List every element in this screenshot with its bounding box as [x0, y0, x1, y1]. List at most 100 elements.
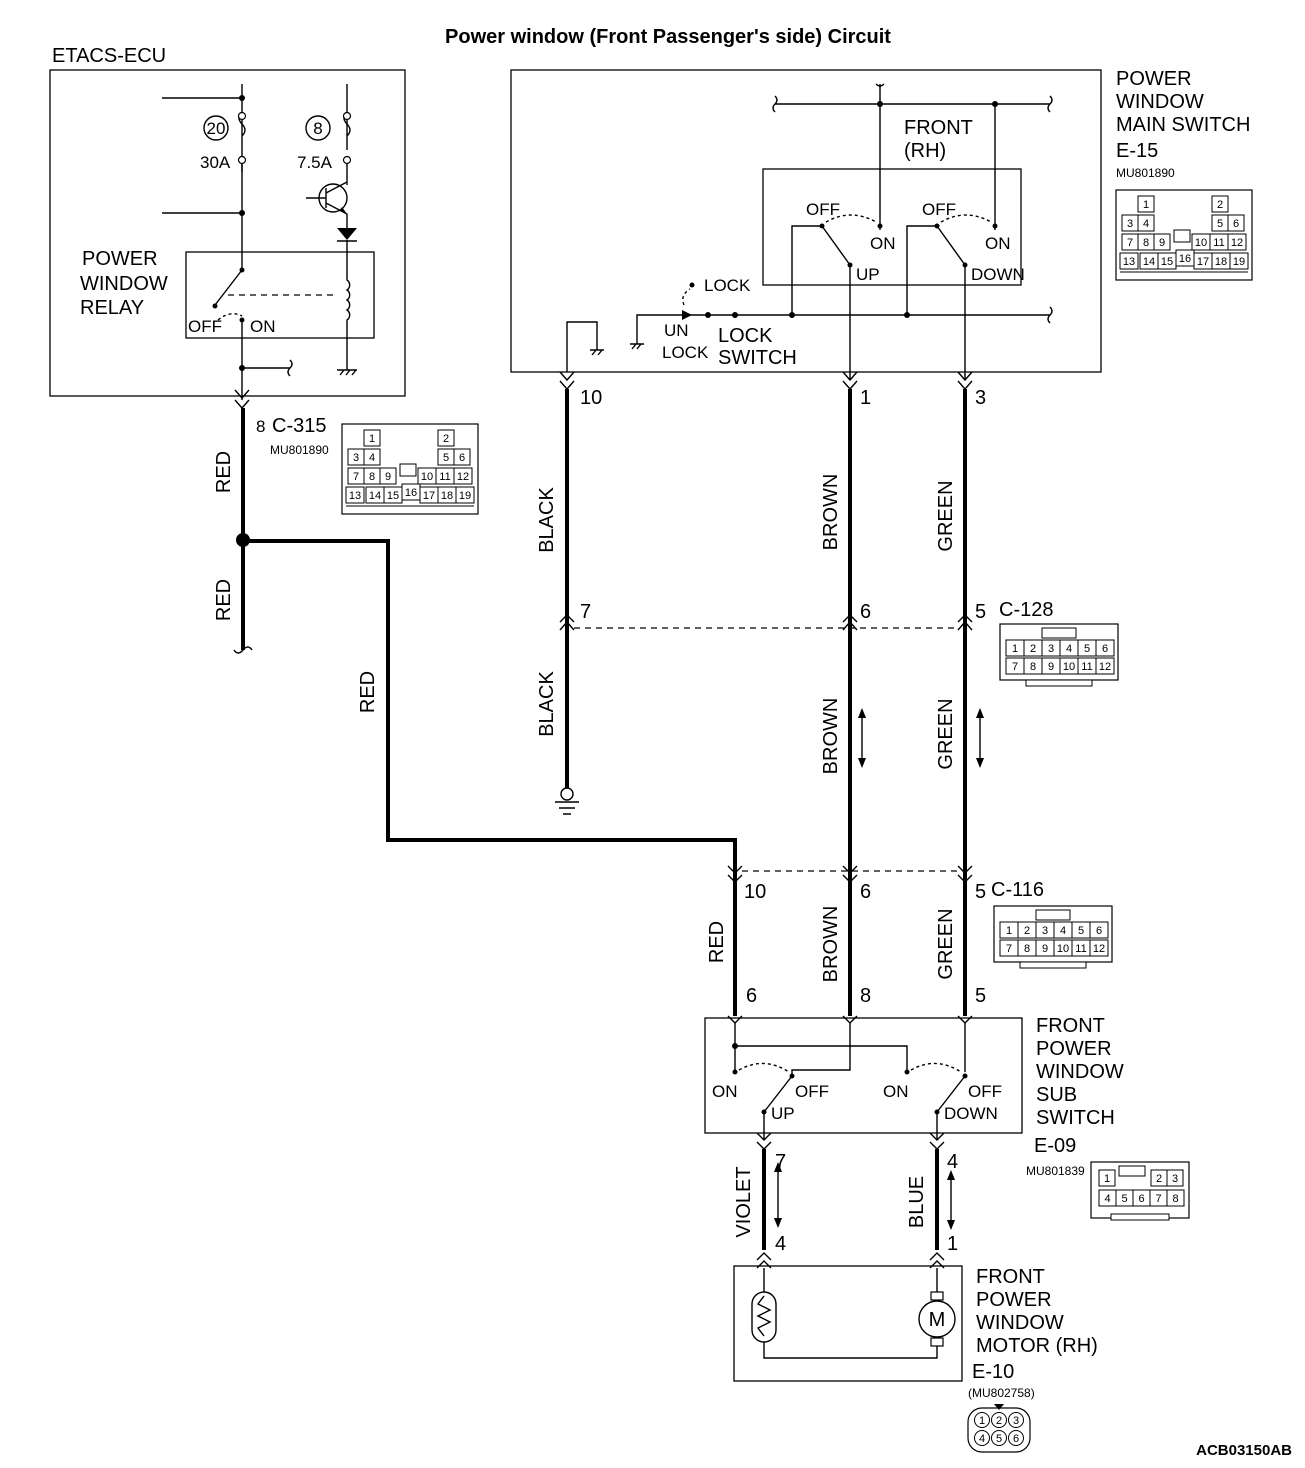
power-window-relay-box — [185, 251, 375, 339]
wire-label-black-2: BLACK — [536, 671, 558, 737]
pin-label: 2 — [1030, 643, 1036, 655]
pin-label: 6 — [1096, 925, 1102, 937]
pin-6-c128: 6 — [860, 601, 871, 623]
pin-label: 19 — [459, 490, 471, 502]
pin-label: 13 — [349, 490, 361, 502]
pin-label: 8 — [1172, 1193, 1178, 1205]
pin-label: 8 — [1030, 661, 1036, 673]
pin-label: 2 — [1217, 199, 1223, 211]
wire-label-brown-3: BROWN — [820, 906, 842, 983]
pin-8-sub: 8 — [860, 985, 871, 1007]
pin-label: 9 — [1042, 943, 1048, 955]
pin-label: 8 — [1024, 943, 1030, 955]
pin-label: 16 — [405, 487, 417, 499]
motor-label-1: FRONT — [976, 1266, 1045, 1288]
front-rh-label-1: FRONT — [904, 117, 973, 139]
wire-label-green-3: GREEN — [935, 908, 957, 979]
sub-switch-label-2: POWER — [1036, 1038, 1112, 1060]
pin-label: 10 — [421, 471, 433, 483]
pin-label: 10 — [1063, 661, 1075, 673]
pin-label: 11 — [439, 471, 450, 483]
main-switch-part: MU801890 — [1116, 166, 1175, 180]
fuse-20-wire — [162, 84, 243, 214]
sub-switch-label-5: SWITCH — [1036, 1107, 1115, 1129]
lock-switch-label-2: SWITCH — [718, 347, 797, 369]
pin-label: 2 — [996, 1415, 1002, 1427]
lock-switch-arrow-icon — [682, 310, 692, 320]
pin-label: 12 — [1093, 943, 1105, 955]
relay-off-label: OFF — [188, 317, 222, 336]
pin-label: 6 — [1102, 643, 1108, 655]
wire-label-red-1: RED — [213, 451, 235, 493]
pin-label: 3 — [1042, 925, 1048, 937]
wire-label-black-1: BLACK — [536, 487, 558, 553]
pin-label: 6 — [1233, 218, 1239, 230]
sub-down-switch-contact — [936, 1075, 966, 1113]
pin-label: 8 — [1143, 237, 1149, 249]
pin-label: 10 — [1195, 237, 1207, 249]
pin-label: 5 — [1121, 1193, 1127, 1205]
etacs-ecu-label: ETACS-ECU — [52, 45, 166, 67]
pin-label: 15 — [1161, 256, 1173, 268]
pin-10-main: 10 — [580, 387, 602, 409]
motor-label-3: WINDOW — [976, 1312, 1064, 1334]
pin-label: 6 — [459, 452, 465, 464]
relay-label-2: WINDOW — [80, 273, 168, 295]
relay-contact — [214, 269, 243, 306]
diagram-code: ACB03150AB — [1196, 1442, 1292, 1459]
main-down-label: DOWN — [971, 265, 1025, 284]
pin-label: 12 — [1099, 661, 1111, 673]
pin-label: 12 — [457, 471, 469, 483]
sub-switch-part: MU801839 — [1026, 1164, 1085, 1178]
pin-label: 1 — [1006, 925, 1012, 937]
pin-label: 1 — [369, 433, 375, 445]
wire-label-red-4: RED — [706, 921, 728, 963]
front-power-window-motor: FRONT POWER WINDOW MOTOR (RH) E-10 (MU80… — [733, 1265, 1098, 1400]
power-window-main-switch: POWER WINDOW MAIN SWITCH E-15 MU801890 F… — [510, 68, 1250, 380]
relay-label-1: POWER — [82, 248, 158, 270]
fuse-7.5a-rating: 7.5A — [297, 153, 333, 172]
sub-up-on: ON — [712, 1082, 738, 1101]
motor-box — [733, 1265, 963, 1382]
pin-label: 11 — [1075, 943, 1086, 955]
c315-pin: 8 — [256, 417, 265, 436]
wire-harness: BLACK BLACK BROWN BROWN BROWN GREEN GREE… — [536, 371, 1053, 1230]
main-down-off: OFF — [922, 200, 956, 219]
pin-label: 14 — [369, 490, 381, 502]
sub-switch-label-1: FRONT — [1036, 1015, 1105, 1037]
lock-label: LOCK — [704, 276, 751, 295]
pin-label: 7 — [353, 471, 359, 483]
front-rh-switch-box — [762, 168, 1022, 286]
pin-label: 15 — [387, 490, 399, 502]
pin-label: 9 — [1159, 237, 1165, 249]
pin-4-motor: 4 — [775, 1233, 786, 1255]
pin-label: 5 — [1217, 218, 1223, 230]
pin-5-c128: 5 — [975, 601, 986, 623]
main-switch-label-3: MAIN SWITCH — [1116, 114, 1250, 136]
pin-label: 3 — [1172, 1173, 1178, 1185]
pin-5-c116: 5 — [975, 881, 986, 903]
pin-label: 2 — [1156, 1173, 1162, 1185]
etacs-ecu: ETACS-ECU 20 30A 8 7.5A — [49, 45, 406, 400]
main-up-switch-contact — [821, 225, 851, 266]
svg-text:M: M — [929, 1309, 946, 1331]
sub-down-on: ON — [883, 1082, 909, 1101]
pin-label: 4 — [1066, 643, 1072, 655]
wire-label-green-2: GREEN — [935, 698, 957, 769]
diagram-title: Power window (Front Passenger's side) Ci… — [445, 26, 891, 48]
transistor-icon — [306, 181, 348, 228]
main-switch-code: E-15 — [1116, 140, 1158, 162]
pin-4-sub: 4 — [947, 1151, 958, 1173]
pin-10-c116: 10 — [744, 881, 766, 903]
pin-6-c116: 6 — [860, 881, 871, 903]
pin-label: 3 — [353, 452, 359, 464]
pin-label: 18 — [1215, 256, 1227, 268]
sub-up-switch-contact — [763, 1075, 793, 1113]
main-down-on: ON — [985, 234, 1011, 253]
pin-label: 5 — [443, 452, 449, 464]
pin-label: 7 — [1155, 1193, 1161, 1205]
